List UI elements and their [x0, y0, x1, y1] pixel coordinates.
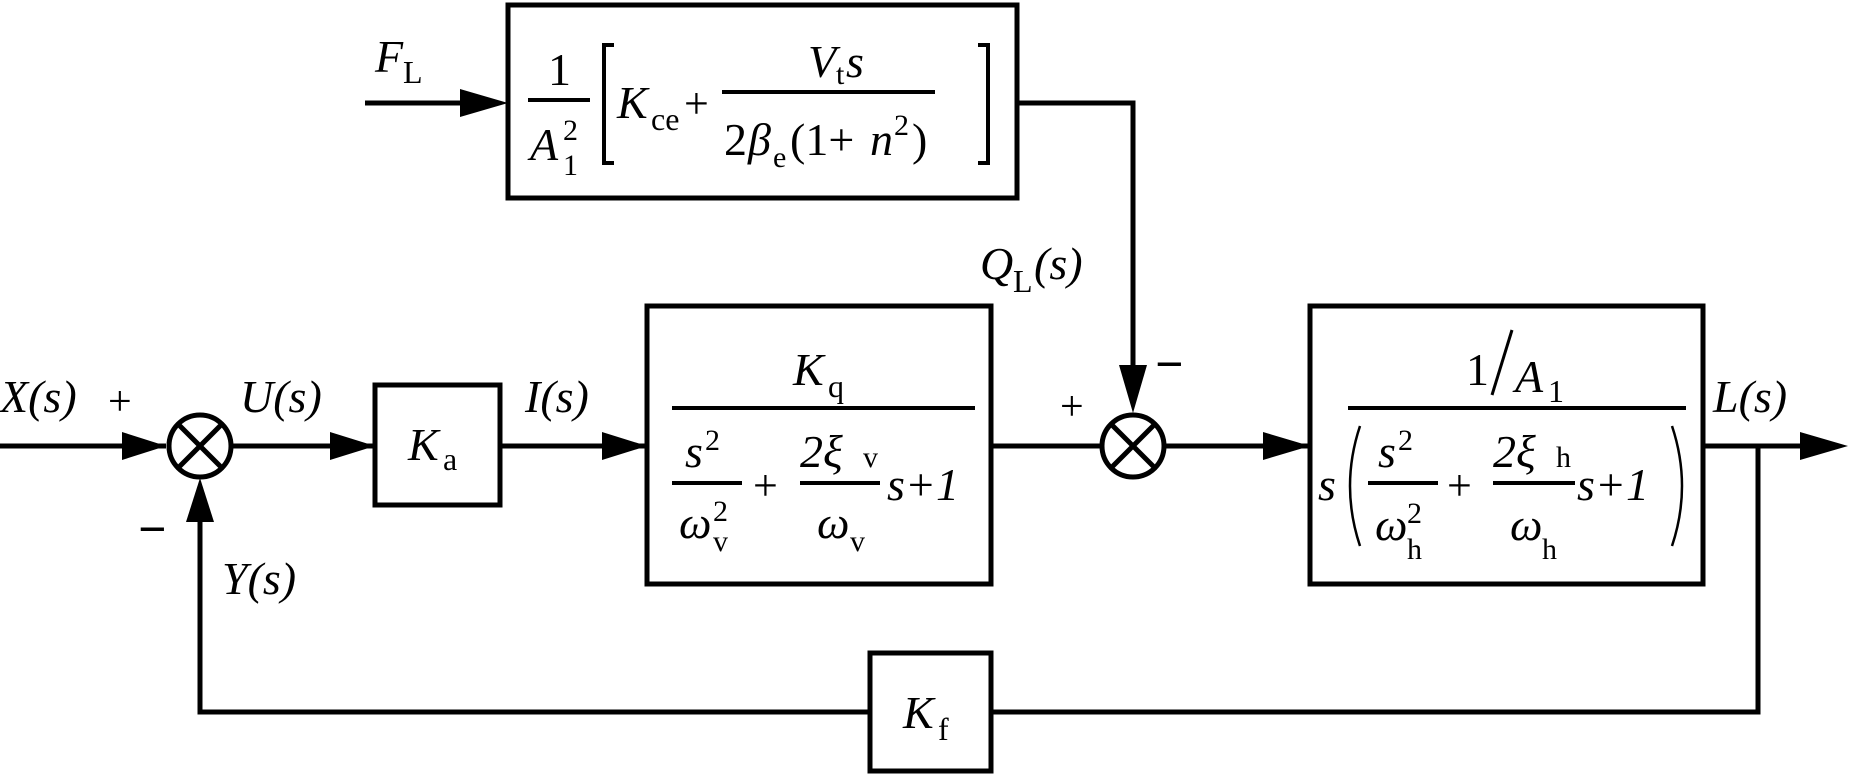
svg-text:n: n [870, 114, 893, 165]
svg-text:s: s [846, 36, 864, 87]
svg-text:e: e [773, 141, 786, 174]
arrowhead-output [1800, 432, 1848, 460]
svg-text:q: q [828, 368, 844, 404]
svg-text:K: K [792, 344, 826, 395]
svg-text:1: 1 [1548, 373, 1564, 409]
svg-text:2: 2 [563, 114, 578, 147]
arrowhead-to-ka [330, 432, 375, 460]
amplifier-block [372, 382, 503, 508]
svg-text:1: 1 [1466, 344, 1489, 395]
feedback-wire-right [991, 446, 1761, 715]
svg-text:K: K [902, 687, 936, 738]
svg-text:K: K [616, 77, 650, 128]
svg-text:+: + [1447, 461, 1472, 510]
svg-text:h: h [1407, 533, 1422, 566]
svg-text:t: t [836, 58, 845, 91]
svg-text:(1+: (1+ [790, 114, 854, 165]
svg-text:+: + [684, 79, 709, 128]
label-output: L(s) [1712, 371, 1787, 422]
label-load-force: F L [374, 31, 423, 90]
svg-text:β: β [747, 114, 771, 165]
svg-text:A: A [1512, 351, 1544, 402]
servo-valve-transfer-function: K q s 2 ω v 2 + 2ξ v ω v s+1 [672, 344, 975, 558]
svg-text:ω: ω [679, 497, 711, 548]
svg-text:a: a [443, 441, 457, 477]
svg-text:): ) [912, 114, 927, 165]
svg-text:2: 2 [724, 114, 747, 165]
svg-text:2: 2 [1407, 497, 1422, 530]
svg-text:(s): (s) [1034, 238, 1083, 289]
arrowhead-load-force [460, 89, 508, 117]
svg-text:ce: ce [651, 101, 679, 137]
svg-text:2: 2 [1398, 424, 1413, 457]
label-input: X(s) [0, 371, 77, 422]
svg-text:v: v [713, 525, 728, 558]
svg-text:A: A [527, 119, 559, 170]
servo-valve-block [644, 303, 994, 587]
svg-text:f: f [938, 711, 949, 747]
load-flow-wire [1017, 100, 1136, 365]
svg-text:2ξ: 2ξ [1493, 426, 1536, 477]
svg-text:V: V [808, 36, 841, 87]
arrowhead-to-cylinder [1263, 432, 1310, 460]
amplifier-gain: K a [407, 419, 457, 477]
svg-text:v: v [863, 441, 878, 474]
sign-sum2-disturbance: − [1155, 336, 1184, 392]
svg-text:L: L [1013, 263, 1033, 299]
svg-text:ω: ω [817, 497, 849, 548]
svg-text:s+1: s+1 [887, 459, 959, 510]
label-feedback: Y(s) [222, 553, 296, 604]
svg-text:ω: ω [1375, 499, 1407, 550]
svg-text:2: 2 [894, 109, 909, 142]
svg-text:L: L [403, 54, 423, 90]
svg-text:v: v [850, 525, 865, 558]
feedback-gain: K f [902, 687, 949, 747]
label-load-flow: Q L (s) [980, 238, 1083, 299]
summing-junction-2 [1099, 412, 1167, 480]
arrowhead-input [122, 432, 166, 460]
load-block [505, 2, 1020, 201]
feedback-wire-left [197, 520, 870, 715]
svg-text:s: s [1378, 426, 1396, 477]
cylinder-transfer-function: 1 A 1 s s 2 ω h 2 + 2ξ h ω h s+1 [1318, 329, 1686, 566]
feedback-block [867, 650, 994, 774]
svg-text:2ξ: 2ξ [800, 426, 843, 477]
svg-text:ω: ω [1510, 499, 1542, 550]
sign-sum2-input: + [1060, 384, 1084, 430]
label-error: U(s) [240, 371, 322, 422]
svg-text:2: 2 [713, 495, 728, 528]
summing-junction-1 [166, 412, 234, 480]
load-transfer-function: 1 A 1 2 K ce + V t s 2 β e (1+ n 2 ) [527, 36, 990, 182]
arrowhead-to-kq [602, 432, 647, 460]
svg-text:F: F [374, 31, 404, 82]
arrowhead-load-flow [1119, 365, 1147, 413]
svg-text:s: s [685, 426, 703, 477]
svg-text:h: h [1542, 533, 1557, 566]
svg-text:Q: Q [980, 238, 1013, 289]
arrowhead-feedback [186, 478, 214, 522]
svg-text:s: s [1318, 459, 1336, 510]
svg-text:1: 1 [548, 44, 571, 95]
svg-text:h: h [1556, 441, 1571, 474]
svg-text:+: + [753, 461, 778, 510]
svg-text:2: 2 [705, 424, 720, 457]
label-current: I(s) [524, 371, 589, 422]
sign-sum1-feedback: − [138, 501, 167, 557]
svg-text:K: K [407, 419, 441, 470]
sign-sum1-input: + [108, 379, 132, 425]
svg-text:s+1: s+1 [1577, 459, 1649, 510]
svg-text:1: 1 [563, 149, 578, 182]
